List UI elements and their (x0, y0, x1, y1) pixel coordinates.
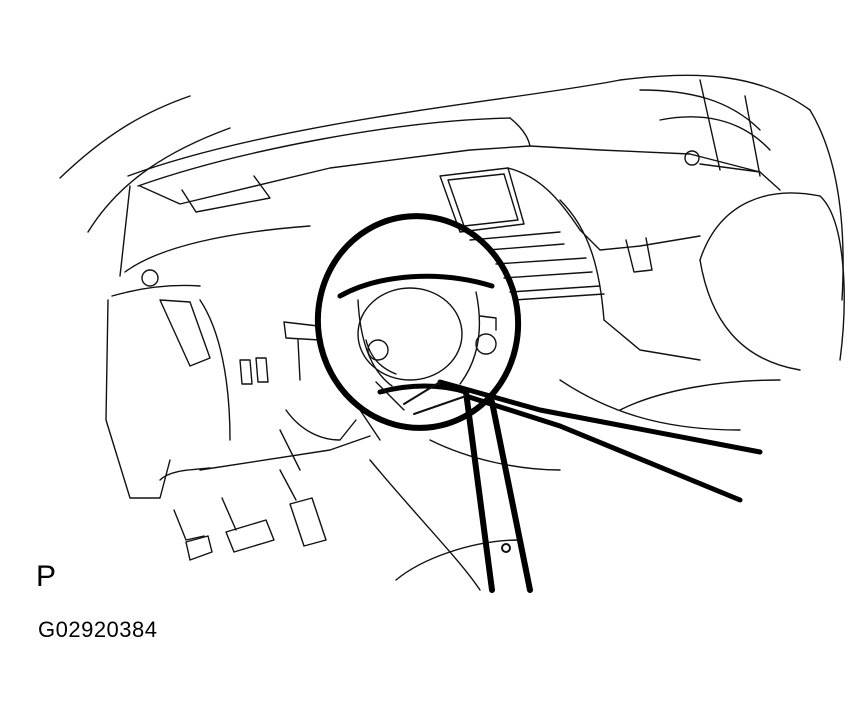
left-dash-panel (105, 284, 381, 499)
figure-code-label: G02920384 (38, 617, 158, 642)
center-console (439, 167, 701, 361)
pedals (173, 469, 327, 561)
dashboard-top (119, 117, 781, 287)
floor-and-seat (369, 192, 845, 591)
windshield-frame (59, 74, 844, 301)
steering-wheel (314, 213, 522, 431)
view-code-label: P (36, 560, 57, 593)
steering-wheel-puller-tool (403, 379, 763, 593)
